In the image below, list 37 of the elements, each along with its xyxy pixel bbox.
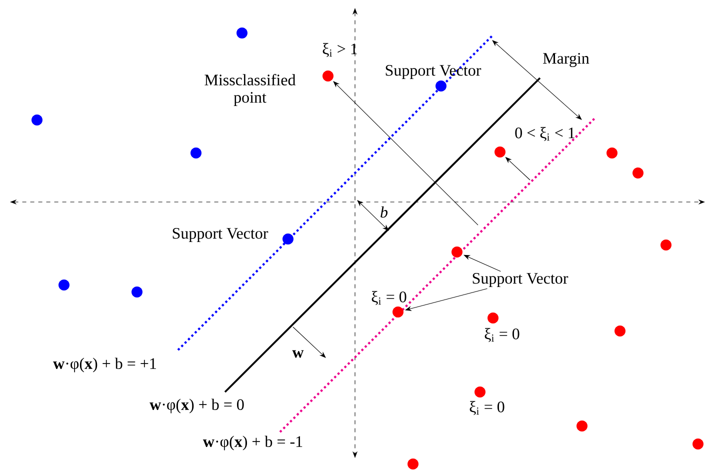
text-label: w: [292, 350, 304, 358]
text-label: ξ$_{i}$ = 0: [372, 291, 406, 305]
data-point: [408, 458, 418, 470]
data-point: [236, 28, 248, 38]
slack-arrow: [333, 81, 478, 226]
text-label: Missclassified point: [204, 74, 296, 106]
data-point: [606, 148, 618, 158]
text-label: w·φ(x) + b = -1: [202, 436, 302, 450]
data-point: [632, 168, 644, 178]
data-point: [436, 80, 446, 92]
data-point: [660, 240, 672, 250]
data-point: [692, 438, 704, 450]
data-point: [452, 246, 462, 258]
text-label: 0 < ξ$_{i}$ < 1: [515, 127, 574, 141]
data-point: [282, 234, 294, 244]
text-label: w·φ(x) + b = 0: [150, 398, 244, 414]
text-label: b: [380, 206, 388, 218]
data-point: [392, 306, 404, 318]
text-label: Support Vector: [386, 65, 482, 79]
text-label: ξ$_{i}$ > 1: [322, 43, 357, 57]
data-point: [494, 146, 506, 158]
data-point: [488, 312, 498, 324]
data-point: [190, 148, 202, 158]
data-point: [474, 386, 486, 398]
text-label: ξ$_{i}$ = 0: [470, 401, 504, 415]
text-label: ξ$_{i}$ = 0: [484, 328, 520, 342]
data-point: [614, 326, 626, 336]
data-point: [322, 70, 334, 82]
text-label: Margin: [543, 52, 590, 68]
leader-arrow: [464, 254, 501, 272]
data-point: [576, 420, 588, 432]
data-point: [58, 280, 70, 290]
data-point: [132, 286, 142, 298]
text-label: w·φ(x) + b = +1: [53, 358, 156, 372]
callout-label: Support Vector: [472, 273, 568, 287]
text-label: Support Vector: [172, 228, 268, 242]
data-point: [32, 114, 42, 126]
